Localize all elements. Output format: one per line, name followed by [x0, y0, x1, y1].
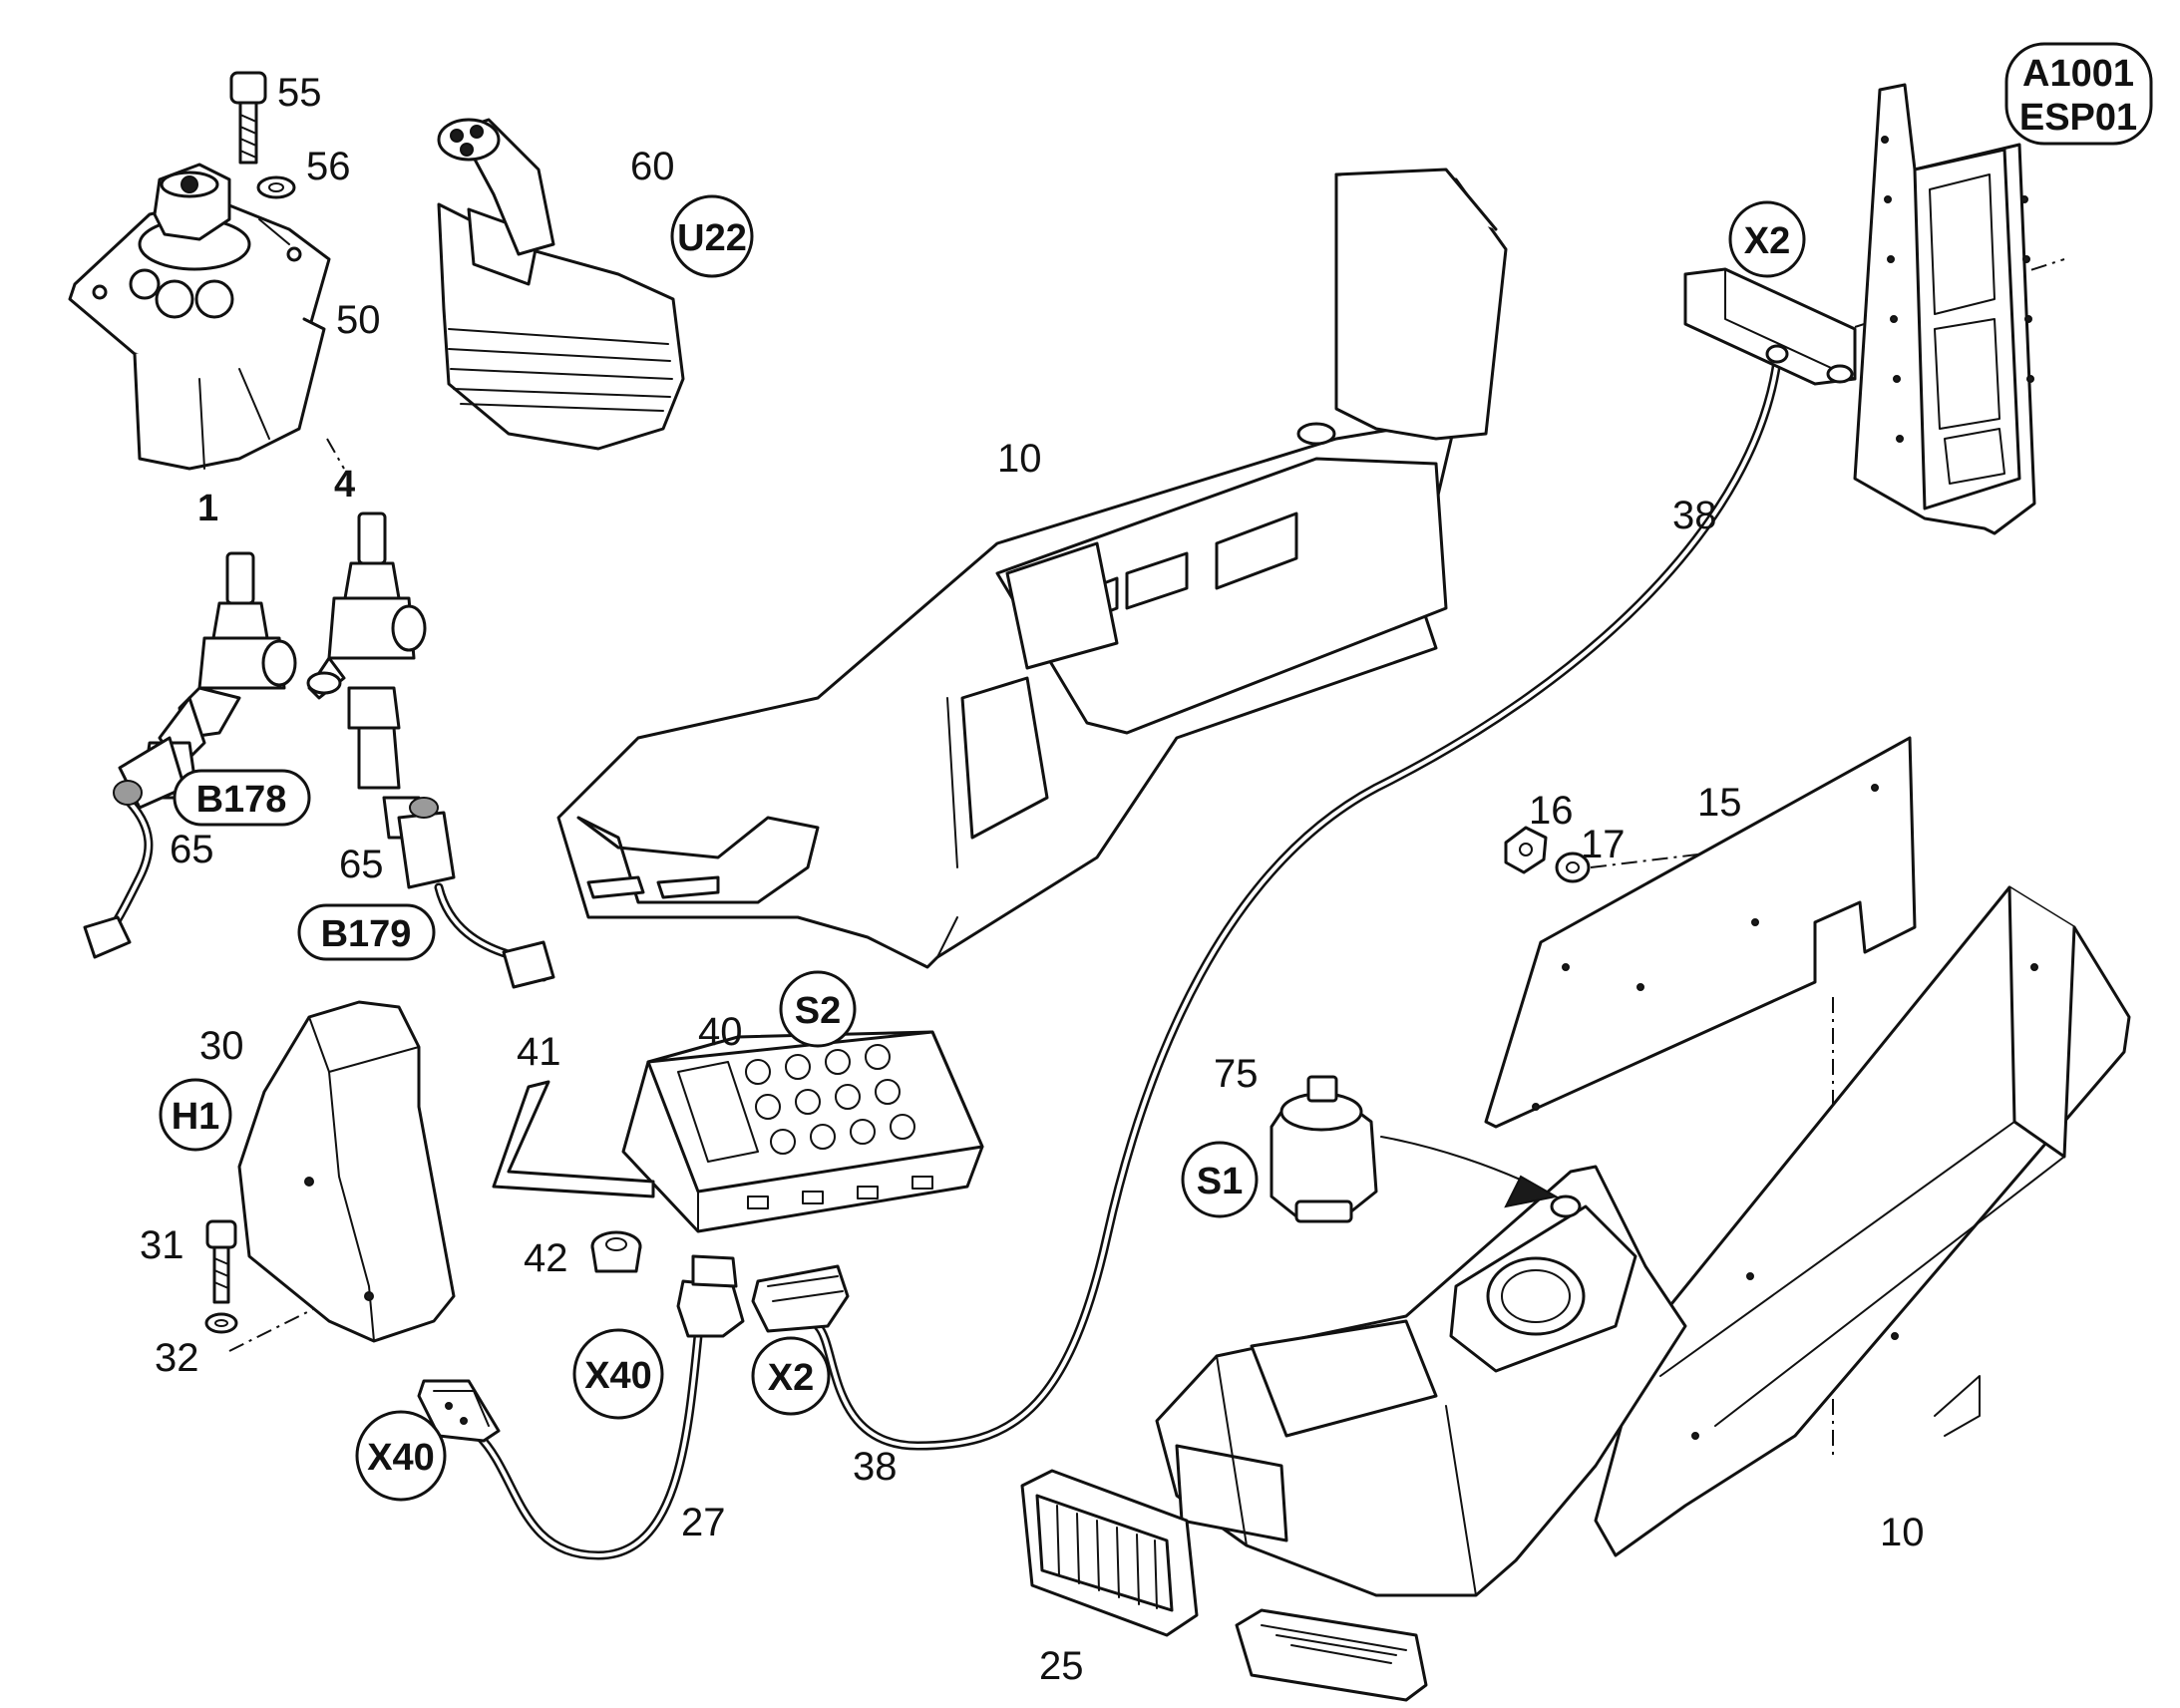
- svg-text:S1: S1: [1197, 1161, 1243, 1202]
- cable-38: [813, 356, 1782, 1451]
- callout-50: 50: [336, 298, 381, 342]
- svg-text:X40: X40: [584, 1355, 652, 1397]
- svg-text:ESP01: ESP01: [2019, 97, 2137, 139]
- knob-42: [590, 1230, 642, 1273]
- insert-arrow: [1380, 1136, 1559, 1208]
- callout-4: 4: [334, 464, 355, 506]
- svg-text:X2: X2: [1744, 220, 1790, 262]
- svg-text:S2: S2: [795, 990, 841, 1032]
- bracket-41: [492, 1080, 655, 1198]
- tag-s2: S2: [779, 970, 857, 1048]
- callout-65-left: 65: [170, 828, 214, 871]
- callout-10-bottom: 10: [1880, 1511, 1925, 1554]
- svg-text:A1001: A1001: [2022, 53, 2134, 95]
- tag-u22: U22: [670, 194, 754, 278]
- callout-65-right: 65: [339, 843, 384, 886]
- callout-38-top: 38: [1672, 494, 1717, 537]
- svg-text:B179: B179: [321, 913, 412, 955]
- console-10-top: [556, 168, 1508, 969]
- callout-17: 17: [1581, 823, 1626, 866]
- tag-s1: S1: [1181, 1141, 1259, 1218]
- callout-16: 16: [1529, 789, 1574, 833]
- svg-text:B178: B178: [196, 779, 287, 821]
- svg-text:X40: X40: [367, 1437, 435, 1479]
- svg-text:X2: X2: [768, 1357, 814, 1399]
- bolt-31: [205, 1219, 237, 1304]
- cover-h1: [237, 1000, 456, 1343]
- component-tags: U22 B178 B179 X2 A1001 ESP01 S2 H1: [159, 42, 2153, 1502]
- sensor-wire-b178: [105, 788, 154, 937]
- key-switch-s1: [1270, 1075, 1378, 1223]
- side-panel-10: [1594, 885, 2131, 1557]
- callout-60: 60: [630, 145, 675, 188]
- callout-1: 1: [197, 488, 218, 529]
- tag-x40-mid: X40: [572, 1328, 664, 1420]
- sensor-b178: [83, 736, 186, 959]
- connector-x40-left: [417, 1379, 501, 1443]
- callout-55: 55: [277, 71, 322, 115]
- callout-38-bottom: 38: [853, 1445, 898, 1489]
- joystick-valve: [68, 163, 331, 471]
- front-console: [1155, 1165, 1687, 1597]
- callout-41: 41: [517, 1030, 561, 1074]
- washer-17: [1555, 852, 1591, 883]
- joystick-grip-60: [437, 118, 685, 451]
- callout-27: 27: [681, 1501, 726, 1544]
- callout-32: 32: [155, 1336, 199, 1380]
- switch-panel-s2: [621, 1030, 984, 1233]
- nut-16: [1504, 826, 1548, 874]
- callout-10-top: 10: [997, 437, 1042, 481]
- connector-x40-mid: [676, 1254, 745, 1338]
- tag-x40-left: X40: [355, 1410, 447, 1502]
- callout-56: 56: [306, 145, 351, 188]
- washer-32: [204, 1312, 238, 1334]
- switch-panel-buttons: [745, 1044, 915, 1155]
- callout-42: 42: [524, 1236, 568, 1280]
- tag-a1001-esp01: A1001 ESP01: [2004, 42, 2153, 146]
- washer-56: [256, 175, 296, 199]
- callout-30: 30: [199, 1024, 244, 1068]
- vent-small: [1235, 1608, 1428, 1702]
- tag-x2-top: X2: [1728, 200, 1806, 278]
- callout-40: 40: [698, 1010, 743, 1054]
- fitting-4: [306, 512, 431, 840]
- callout-75: 75: [1214, 1052, 1259, 1096]
- callout-25: 25: [1039, 1644, 1084, 1688]
- cable-27: [474, 1331, 703, 1560]
- connector-x2-top: [1683, 267, 1857, 386]
- panel-15: [1484, 736, 1917, 1129]
- vent-25: [1020, 1469, 1199, 1637]
- tag-h1: H1: [159, 1078, 232, 1152]
- sensor-b179: [397, 797, 555, 989]
- tag-x2-bottom: X2: [751, 1336, 831, 1416]
- controller-pins: [1881, 136, 2034, 443]
- tag-b179: B179: [297, 903, 436, 961]
- controller-esp01: [1853, 83, 2036, 535]
- connector-x2-bottom: [751, 1264, 850, 1333]
- svg-text:H1: H1: [172, 1096, 220, 1138]
- callout-31: 31: [140, 1223, 184, 1267]
- callout-numbers: 55 56 60 50 10 38 1 4 65 65 16 17 15 30 …: [140, 71, 1925, 1688]
- callout-15: 15: [1697, 781, 1742, 825]
- tag-b178: B178: [173, 769, 311, 827]
- bolt-55: [229, 71, 267, 165]
- svg-text:U22: U22: [677, 217, 747, 259]
